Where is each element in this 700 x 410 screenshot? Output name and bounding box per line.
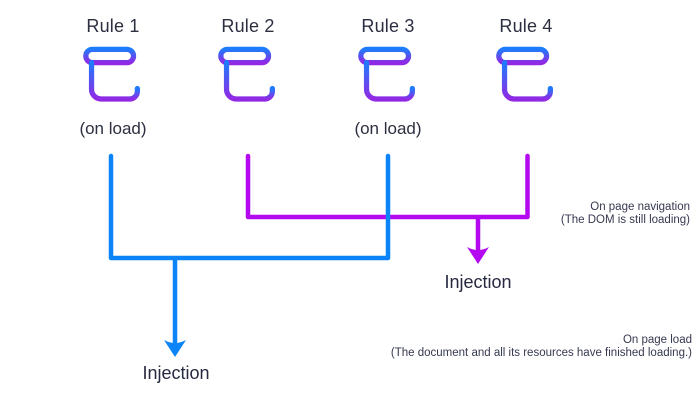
rule-1-sublabel: (on load) (79, 119, 147, 138)
injection-label-after-load: Injection (142, 363, 210, 383)
rule-2-label: Rule 2 (221, 16, 275, 36)
rule-4-label: Rule 4 (499, 16, 553, 36)
page-navigation-note: On page navigation (The DOM is still loa… (561, 201, 690, 226)
rule-column-4: Rule 4 (456, 13, 596, 118)
rule-3-sublabel: (on load) (354, 119, 422, 138)
blue-merge-connector (108, 153, 391, 261)
rule-column-2: Rule 2 (178, 13, 318, 118)
magenta-injection-arrowhead (467, 247, 489, 264)
page-load-note-title: On page load (622, 334, 692, 346)
page-load-note-subtitle: (The document and all its resources have… (390, 346, 692, 359)
page-navigation-note-title: On page navigation (590, 201, 690, 213)
script-scroll-icon (357, 46, 415, 102)
rule-column-1: Rule 1 (on load) (43, 13, 183, 140)
rule-3-label: Rule 3 (361, 16, 415, 36)
page-load-note: On page load (The document and all its r… (391, 334, 692, 359)
page-navigation-note-subtitle: (The DOM is still loading) (560, 213, 690, 226)
script-scroll-icon (82, 46, 140, 102)
blue-injection-arrowhead (164, 340, 186, 357)
rule-1-label: Rule 1 (86, 16, 140, 36)
injection-label-after-navigation: Injection (444, 272, 512, 292)
script-scroll-icon (217, 46, 275, 102)
rule-column-3: Rule 3 (on load) (318, 13, 458, 140)
script-scroll-icon (495, 46, 553, 102)
